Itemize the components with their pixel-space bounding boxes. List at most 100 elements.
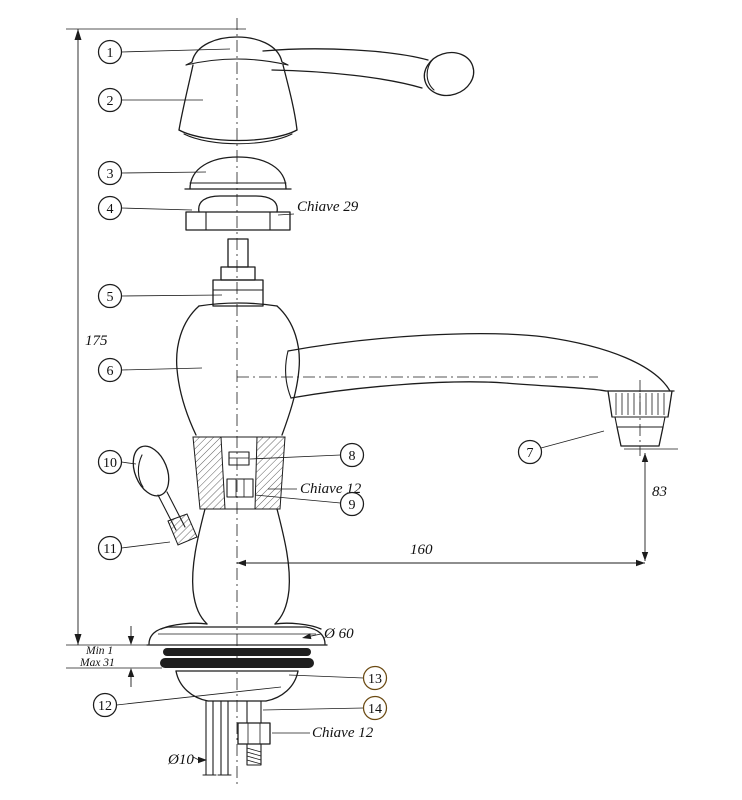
callout-9-number: 9 bbox=[349, 498, 356, 513]
min-label: Min 1 bbox=[85, 645, 113, 657]
chiave29-label: Chiave 29 bbox=[297, 199, 359, 215]
callout-8: 8 bbox=[339, 442, 365, 468]
popup-rod-gland bbox=[167, 513, 198, 546]
callout-3: 3 bbox=[97, 160, 123, 186]
section-bounds bbox=[192, 436, 286, 510]
skirt-bottom-inner bbox=[183, 133, 293, 145]
part-dome-cap bbox=[184, 156, 292, 190]
body-cross-section bbox=[192, 436, 286, 510]
callout-4: 4 bbox=[97, 195, 123, 221]
dim-160-label: 160 bbox=[410, 542, 433, 558]
aerator-ring bbox=[614, 416, 666, 428]
dia60-leader bbox=[310, 633, 322, 637]
leader-8 bbox=[249, 454, 341, 460]
leader-3 bbox=[121, 171, 207, 174]
callout-5-number: 5 bbox=[107, 290, 114, 305]
screw-9-hex bbox=[226, 478, 254, 498]
callout-13-number: 13 bbox=[368, 672, 382, 687]
hose-left bbox=[202, 700, 217, 776]
leader-6 bbox=[121, 367, 203, 371]
part-spout bbox=[285, 333, 671, 399]
part-popup-knob bbox=[132, 445, 198, 546]
dome bbox=[189, 156, 287, 190]
arrow-down-icon bbox=[127, 636, 135, 645]
arrow-down-icon bbox=[641, 552, 649, 561]
centerlines bbox=[236, 18, 641, 784]
leader-1 bbox=[121, 48, 231, 53]
dimension-83: 83 bbox=[624, 448, 678, 561]
part-cartridge bbox=[212, 238, 264, 307]
max-label: Max 31 bbox=[79, 657, 115, 669]
arrow-down-icon bbox=[74, 634, 82, 645]
arrow-right-icon bbox=[636, 559, 645, 567]
leader-12 bbox=[116, 686, 282, 706]
handle-cap-edges bbox=[185, 61, 289, 66]
leader-13 bbox=[288, 674, 364, 679]
skirt-left bbox=[178, 64, 194, 131]
dimension-min-max: Min 1 Max 31 bbox=[66, 626, 162, 687]
aerator-ribs bbox=[615, 393, 665, 415]
callout-leaders bbox=[116, 48, 605, 711]
spout-junction bbox=[285, 350, 292, 399]
callout-14-number: 14 bbox=[368, 702, 382, 717]
leader-10 bbox=[121, 461, 137, 465]
arrow-up-icon bbox=[74, 29, 82, 40]
callout-3-number: 3 bbox=[107, 167, 114, 182]
callout-9: 9 bbox=[339, 491, 365, 517]
screw-9-facets bbox=[235, 479, 245, 497]
body-top bbox=[198, 302, 278, 307]
callout-13[interactable]: 13 bbox=[362, 665, 388, 691]
arrow-up-icon bbox=[641, 453, 649, 462]
wrench-labels: Chiave 29 Chiave 12 Chiave 12 bbox=[268, 199, 374, 741]
gasket-lower bbox=[160, 658, 314, 668]
leader-14 bbox=[262, 707, 364, 711]
callout-12-number: 12 bbox=[98, 699, 112, 714]
lower-body-left bbox=[191, 508, 208, 625]
handle-cap-rim bbox=[185, 58, 289, 66]
supply-hoses bbox=[202, 700, 232, 776]
rod-upper bbox=[246, 700, 262, 724]
aerator-tip bbox=[616, 426, 664, 447]
dia10-label: Ø10 bbox=[167, 752, 194, 768]
spout-top bbox=[287, 333, 671, 392]
callout-7-number: 7 bbox=[527, 446, 534, 461]
part-threaded-rod bbox=[237, 700, 271, 766]
chiave12-lower-label: Chiave 12 bbox=[312, 725, 374, 741]
nut-cap bbox=[198, 195, 278, 213]
callout-10-number: 10 bbox=[103, 456, 117, 471]
leader-5 bbox=[121, 294, 223, 297]
nut-flange bbox=[185, 211, 291, 231]
dim-83-label: 83 bbox=[652, 484, 667, 500]
part-base bbox=[146, 626, 328, 668]
lever-top-edge bbox=[262, 48, 429, 61]
callouts: 1 2 3 4 5 6 7 8 bbox=[92, 39, 543, 721]
callout-1-number: 1 bbox=[107, 46, 114, 61]
part-lever bbox=[262, 48, 475, 97]
base-plinth bbox=[148, 626, 326, 645]
rod-lower bbox=[246, 743, 262, 766]
callout-14[interactable]: 14 bbox=[362, 695, 388, 721]
callout-10: 10 bbox=[97, 449, 123, 475]
dimension-160: 160 bbox=[237, 542, 645, 567]
chiave12-upper-label: Chiave 12 bbox=[300, 481, 362, 497]
callout-5: 5 bbox=[97, 283, 123, 309]
part-handle-skirt bbox=[178, 64, 298, 145]
part-escutcheon bbox=[175, 670, 299, 702]
dimension-dia10: Ø10 bbox=[167, 752, 207, 768]
hose-right bbox=[217, 700, 232, 776]
callout-8-number: 8 bbox=[349, 449, 356, 464]
arrow-right-icon bbox=[198, 756, 207, 764]
callout-7: 7 bbox=[517, 439, 543, 465]
callout-2-number: 2 bbox=[107, 94, 114, 109]
arrow-up-icon bbox=[127, 668, 135, 677]
popup-knob bbox=[132, 445, 170, 497]
aerator-collar-sides bbox=[607, 390, 673, 418]
callout-2: 2 bbox=[97, 87, 123, 113]
nut-facets bbox=[205, 211, 271, 231]
part-ring-nut bbox=[185, 195, 291, 231]
escutcheon-sides bbox=[175, 670, 299, 702]
callout-6-number: 6 bbox=[107, 364, 114, 379]
dim-175-label: 175 bbox=[85, 333, 108, 349]
